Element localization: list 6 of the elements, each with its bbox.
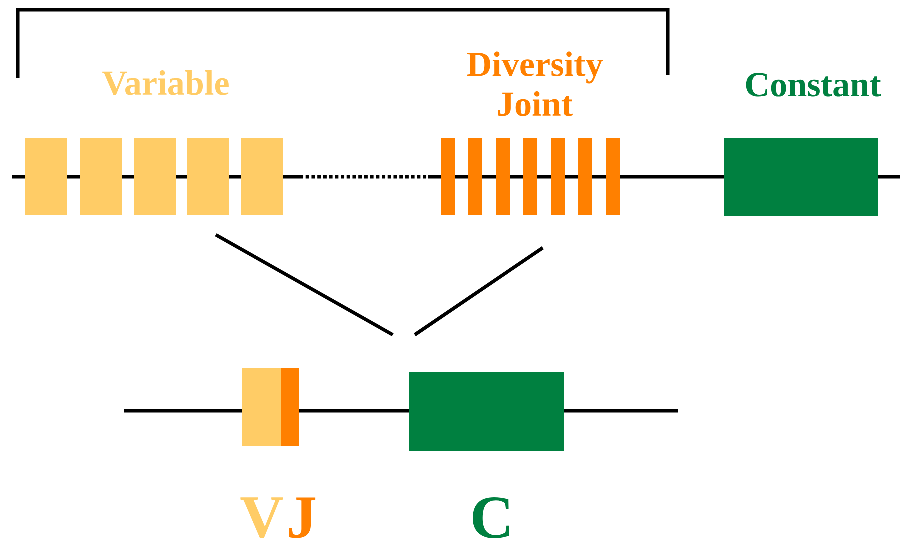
segment-label: Constant <box>746 73 882 97</box>
segment-label: Variable <box>102 70 229 96</box>
segment-label: V <box>240 498 284 538</box>
segment-label: Diversity Joint <box>467 52 603 116</box>
segment-label: C <box>472 498 510 538</box>
segment-label: J <box>289 498 316 538</box>
